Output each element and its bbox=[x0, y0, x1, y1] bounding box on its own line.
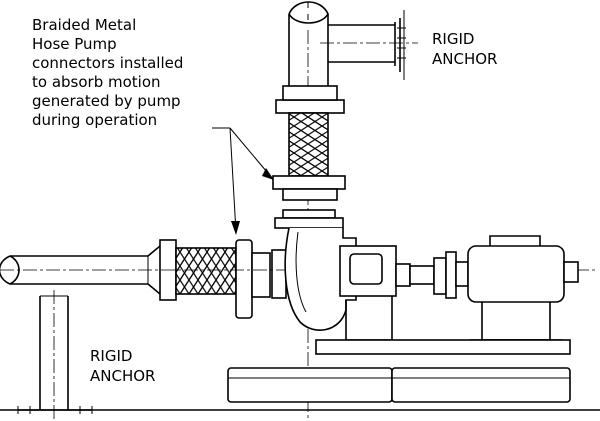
bottom-anchor-line-2: ANCHOR bbox=[90, 367, 155, 385]
pump-casing bbox=[284, 227, 469, 341]
arrowhead-upper bbox=[262, 168, 274, 180]
top-anchor-line-1: RIGID bbox=[432, 30, 474, 48]
callout-line-1: Braided Metal bbox=[32, 16, 136, 34]
leader-lines bbox=[212, 127, 274, 235]
callout-line-3: connectors installed bbox=[32, 54, 183, 72]
bottom-anchor-line-1: RIGID bbox=[90, 347, 132, 365]
leader-lower bbox=[229, 127, 237, 233]
base-plate bbox=[0, 339, 600, 411]
pipe-break-top bbox=[288, 1, 329, 24]
braided-hose-vertical bbox=[288, 112, 329, 177]
motor bbox=[467, 235, 579, 341]
leader-upper bbox=[229, 127, 273, 179]
callout-line-4: to absorb motion bbox=[32, 73, 161, 91]
top-anchor-line-2: ANCHOR bbox=[432, 50, 497, 68]
callout-line-6: during operation bbox=[32, 111, 157, 129]
bottom-rigid-anchor: RIGID ANCHOR bbox=[17, 290, 155, 420]
callout-line-5: generated by pump bbox=[32, 92, 181, 110]
top-rigid-anchor: RIGID ANCHOR bbox=[320, 10, 497, 80]
callout-line-2: Hose Pump bbox=[32, 35, 117, 53]
arrowhead-lower bbox=[231, 221, 240, 235]
braided-hose-horizontal bbox=[175, 247, 237, 295]
pipe-break-left bbox=[0, 255, 20, 285]
callout-text: Braided Metal Hose Pump connectors insta… bbox=[32, 16, 183, 129]
discharge-pipe bbox=[272, 1, 346, 420]
